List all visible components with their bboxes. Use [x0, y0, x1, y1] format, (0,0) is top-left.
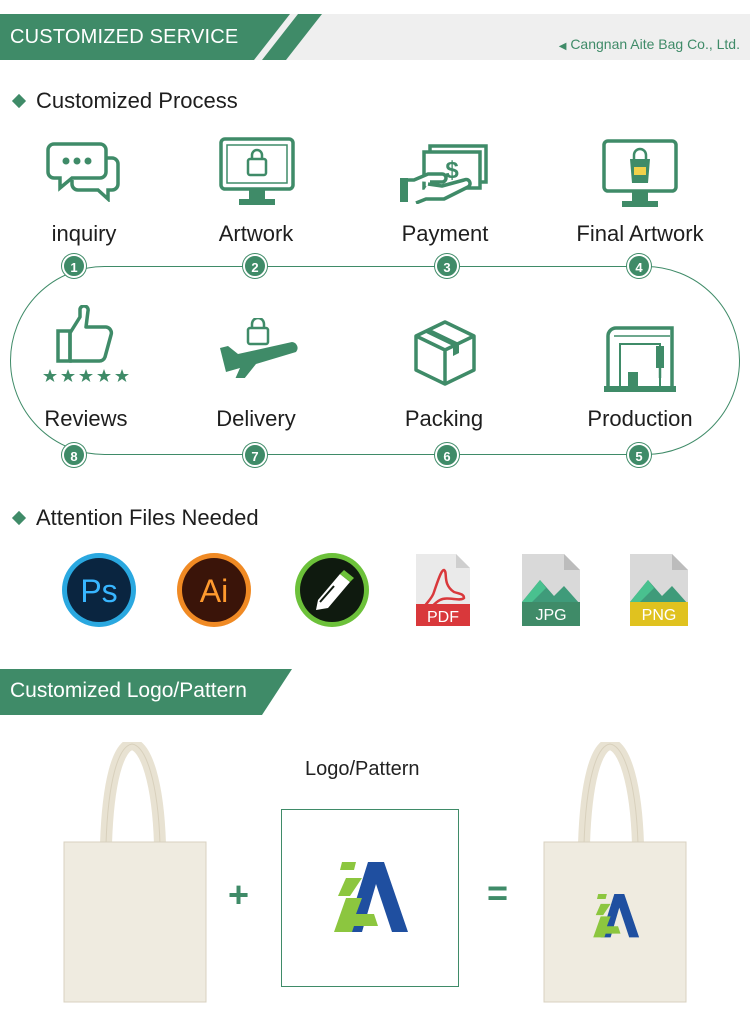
step-label-packing: Packing	[404, 406, 484, 431]
jpg-file-icon: JPG	[522, 554, 580, 626]
step-number-2: 2	[243, 254, 267, 278]
svg-text:PDF: PDF	[427, 609, 459, 626]
company-name: ◀ Cangnan Aite Bag Co., Ltd.	[558, 36, 740, 52]
illustrator-icon: Ai	[177, 553, 251, 627]
svg-text:Ps: Ps	[80, 573, 117, 609]
step-number-1: 1	[62, 254, 86, 278]
step-label-final-artwork: Final Artwork	[576, 221, 704, 246]
step-number-8: 8	[62, 443, 86, 467]
png-file-icon: PNG	[630, 554, 688, 626]
plus-sign: +	[228, 874, 250, 915]
step-label-payment: Payment	[401, 221, 489, 246]
printed-tote-bag	[543, 742, 687, 1003]
hand-money-icon: $	[400, 144, 488, 204]
diamond-bullet-icon	[11, 510, 27, 526]
header-ribbon	[0, 14, 322, 60]
plain-tote-bag	[63, 742, 207, 1003]
step-label-artwork: Artwork	[218, 221, 294, 246]
step-number-4: 4	[627, 254, 651, 278]
equals-sign: =	[487, 872, 509, 913]
pattern-label: Logo/Pattern	[305, 758, 420, 780]
thumbs-up-stars-icon	[43, 305, 129, 382]
airplane-icon	[220, 318, 298, 378]
files-heading: Attention Files Needed	[11, 505, 259, 531]
svg-text:$: $	[445, 157, 459, 184]
svg-text:Ai: Ai	[200, 573, 228, 609]
step-number-7: 7	[243, 443, 267, 467]
step-number-5: 5	[627, 443, 651, 467]
caret-left-icon: ◀	[558, 41, 567, 52]
photoshop-icon: Ps	[62, 553, 136, 627]
brand-logo	[334, 862, 408, 932]
step-label-reviews: Reviews	[44, 406, 128, 431]
monitor-tote-icon	[602, 139, 678, 207]
process-heading: Customized Process	[11, 88, 238, 114]
coreldraw-icon	[295, 553, 369, 627]
monitor-bag-icon	[219, 137, 295, 205]
logo-pattern-box	[281, 809, 459, 987]
step-label-inquiry: inquiry	[51, 221, 117, 246]
step-label-delivery: Delivery	[216, 406, 296, 431]
header-title: CUSTOMIZED SERVICE	[10, 26, 239, 48]
sewing-machine-icon	[604, 326, 676, 392]
logo-section-title: Customized Logo/Pattern	[10, 679, 247, 702]
pdf-file-icon: PDF	[416, 554, 470, 626]
process-track	[10, 266, 740, 455]
svg-text:PNG: PNG	[642, 607, 677, 624]
chat-bubbles-icon	[46, 142, 120, 202]
package-box-icon	[414, 320, 476, 386]
logo-section-ribbon	[0, 669, 292, 715]
diamond-bullet-icon	[11, 93, 27, 109]
step-number-3: 3	[435, 254, 459, 278]
step-label-production: Production	[587, 406, 693, 431]
step-number-6: 6	[435, 443, 459, 467]
svg-text:JPG: JPG	[535, 607, 566, 624]
